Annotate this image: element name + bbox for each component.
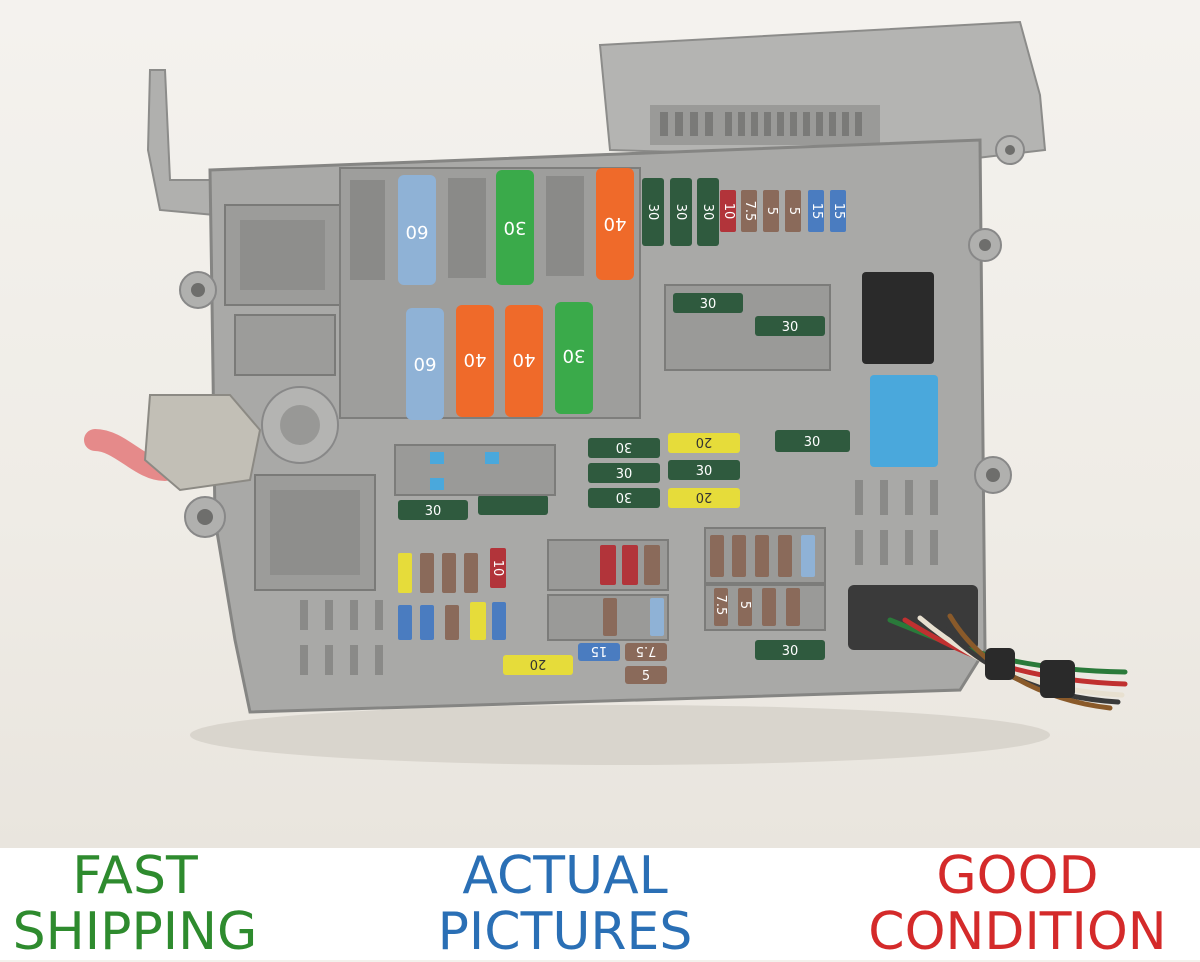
fuse-rating: 40 [604, 213, 627, 234]
svg-text:10: 10 [721, 203, 736, 220]
maxi-fuse-row-top: 60 30 40 [398, 168, 634, 285]
slogan-line: FAST [72, 846, 198, 906]
svg-text:7.5: 7.5 [636, 643, 657, 658]
fuse-box-illustration: 60 30 40 60 40 40 30 30 30 30 [84, 20, 1128, 765]
cable-clamp [143, 394, 262, 492]
svg-text:30: 30 [645, 204, 660, 221]
svg-text:30: 30 [782, 644, 799, 659]
mini-fuse [785, 190, 801, 232]
slogan-line: GOOD [936, 846, 1099, 906]
mini-fuse [741, 190, 757, 232]
connector-slots [660, 112, 862, 136]
fuse-rating: 60 [414, 353, 437, 374]
relay-black [862, 272, 934, 364]
fuse-rating: 40 [513, 349, 536, 370]
fuse-group-middle: 30 30 30 20 30 20 30 [398, 433, 740, 520]
svg-text:30: 30 [616, 489, 633, 504]
svg-text:30: 30 [425, 504, 442, 519]
slogan-line: PICTURES [437, 902, 693, 962]
maxi-fuse [398, 175, 436, 285]
vent-grille [855, 480, 938, 565]
svg-text:7.5: 7.5 [713, 595, 728, 616]
svg-text:30: 30 [616, 439, 633, 454]
mini-fuse [720, 190, 736, 232]
shadow [190, 705, 1050, 765]
maxi-fuse [555, 302, 593, 414]
fuse-holder [394, 444, 556, 496]
svg-text:5: 5 [764, 207, 779, 215]
svg-text:5: 5 [737, 601, 752, 609]
mini-fuse [830, 190, 846, 232]
slogan-line: ACTUAL [462, 846, 668, 906]
maxi-fuse [456, 305, 494, 417]
fuse-rating: 30 [504, 217, 527, 238]
fuse-rating: 30 [563, 345, 586, 366]
svg-text:30: 30 [782, 320, 799, 335]
svg-text:15: 15 [809, 203, 824, 220]
svg-text:5: 5 [786, 207, 801, 215]
maxi-fuse [596, 168, 634, 280]
mini-fuse-row-top-right: 30 30 30 10 7.5 5 5 15 15 [642, 178, 846, 246]
vent-grille [300, 600, 383, 675]
fuse-rating: 40 [464, 349, 487, 370]
promo-banner: FAST SHIPPING ACTUAL PICTURES GOOD CONDI… [0, 848, 1200, 960]
svg-text:15: 15 [591, 643, 608, 658]
svg-text:20: 20 [530, 656, 547, 671]
relay-socket [234, 314, 336, 376]
mini-fuse-bank-middle: 20 15 7.5 5 [503, 539, 669, 684]
mini-fuse [755, 316, 825, 336]
mini-fuse [697, 178, 719, 246]
slogan-line: SHIPPING [12, 902, 258, 962]
mini-fuse-bank-right: 7.5 5 30 [704, 527, 826, 660]
good-condition-slogan: GOOD CONDITION [845, 848, 1190, 960]
mount-tab-left [146, 69, 216, 217]
svg-text:30: 30 [673, 204, 688, 221]
product-photo: 60 30 40 60 40 40 30 30 30 30 [0, 0, 1200, 848]
svg-text:20: 20 [696, 489, 713, 504]
mini-fuse-bank-left: 10 [398, 548, 506, 640]
slogan-line: CONDITION [868, 902, 1167, 962]
svg-text:10: 10 [490, 560, 505, 577]
relay-blue [870, 375, 938, 467]
svg-text:15: 15 [831, 203, 846, 220]
svg-text:20: 20 [696, 434, 713, 449]
mini-fuse [808, 190, 824, 232]
svg-text:7.5: 7.5 [742, 201, 757, 222]
svg-text:30: 30 [700, 297, 717, 312]
wire-tape [985, 648, 1075, 698]
actual-pictures-slogan: ACTUAL PICTURES [400, 848, 730, 960]
svg-text:30: 30 [696, 464, 713, 479]
maxi-fuse [505, 305, 543, 417]
fuse-rating: 60 [406, 221, 429, 242]
svg-text:30: 30 [700, 204, 715, 221]
mini-fuse [673, 293, 743, 313]
mini-fuse [775, 430, 850, 452]
mini-fuse [670, 178, 692, 246]
maxi-fuse [496, 170, 534, 285]
svg-text:30: 30 [616, 467, 633, 482]
fast-shipping-slogan: FAST SHIPPING [0, 848, 270, 960]
mini-fuse [763, 190, 779, 232]
wire-connector [848, 585, 978, 650]
maxi-fuse [406, 308, 444, 420]
maxi-fuse-row-bottom: 60 40 40 30 [406, 302, 593, 420]
svg-text:5: 5 [642, 669, 650, 684]
svg-text:30: 30 [804, 435, 821, 450]
mini-fuse [642, 178, 664, 246]
